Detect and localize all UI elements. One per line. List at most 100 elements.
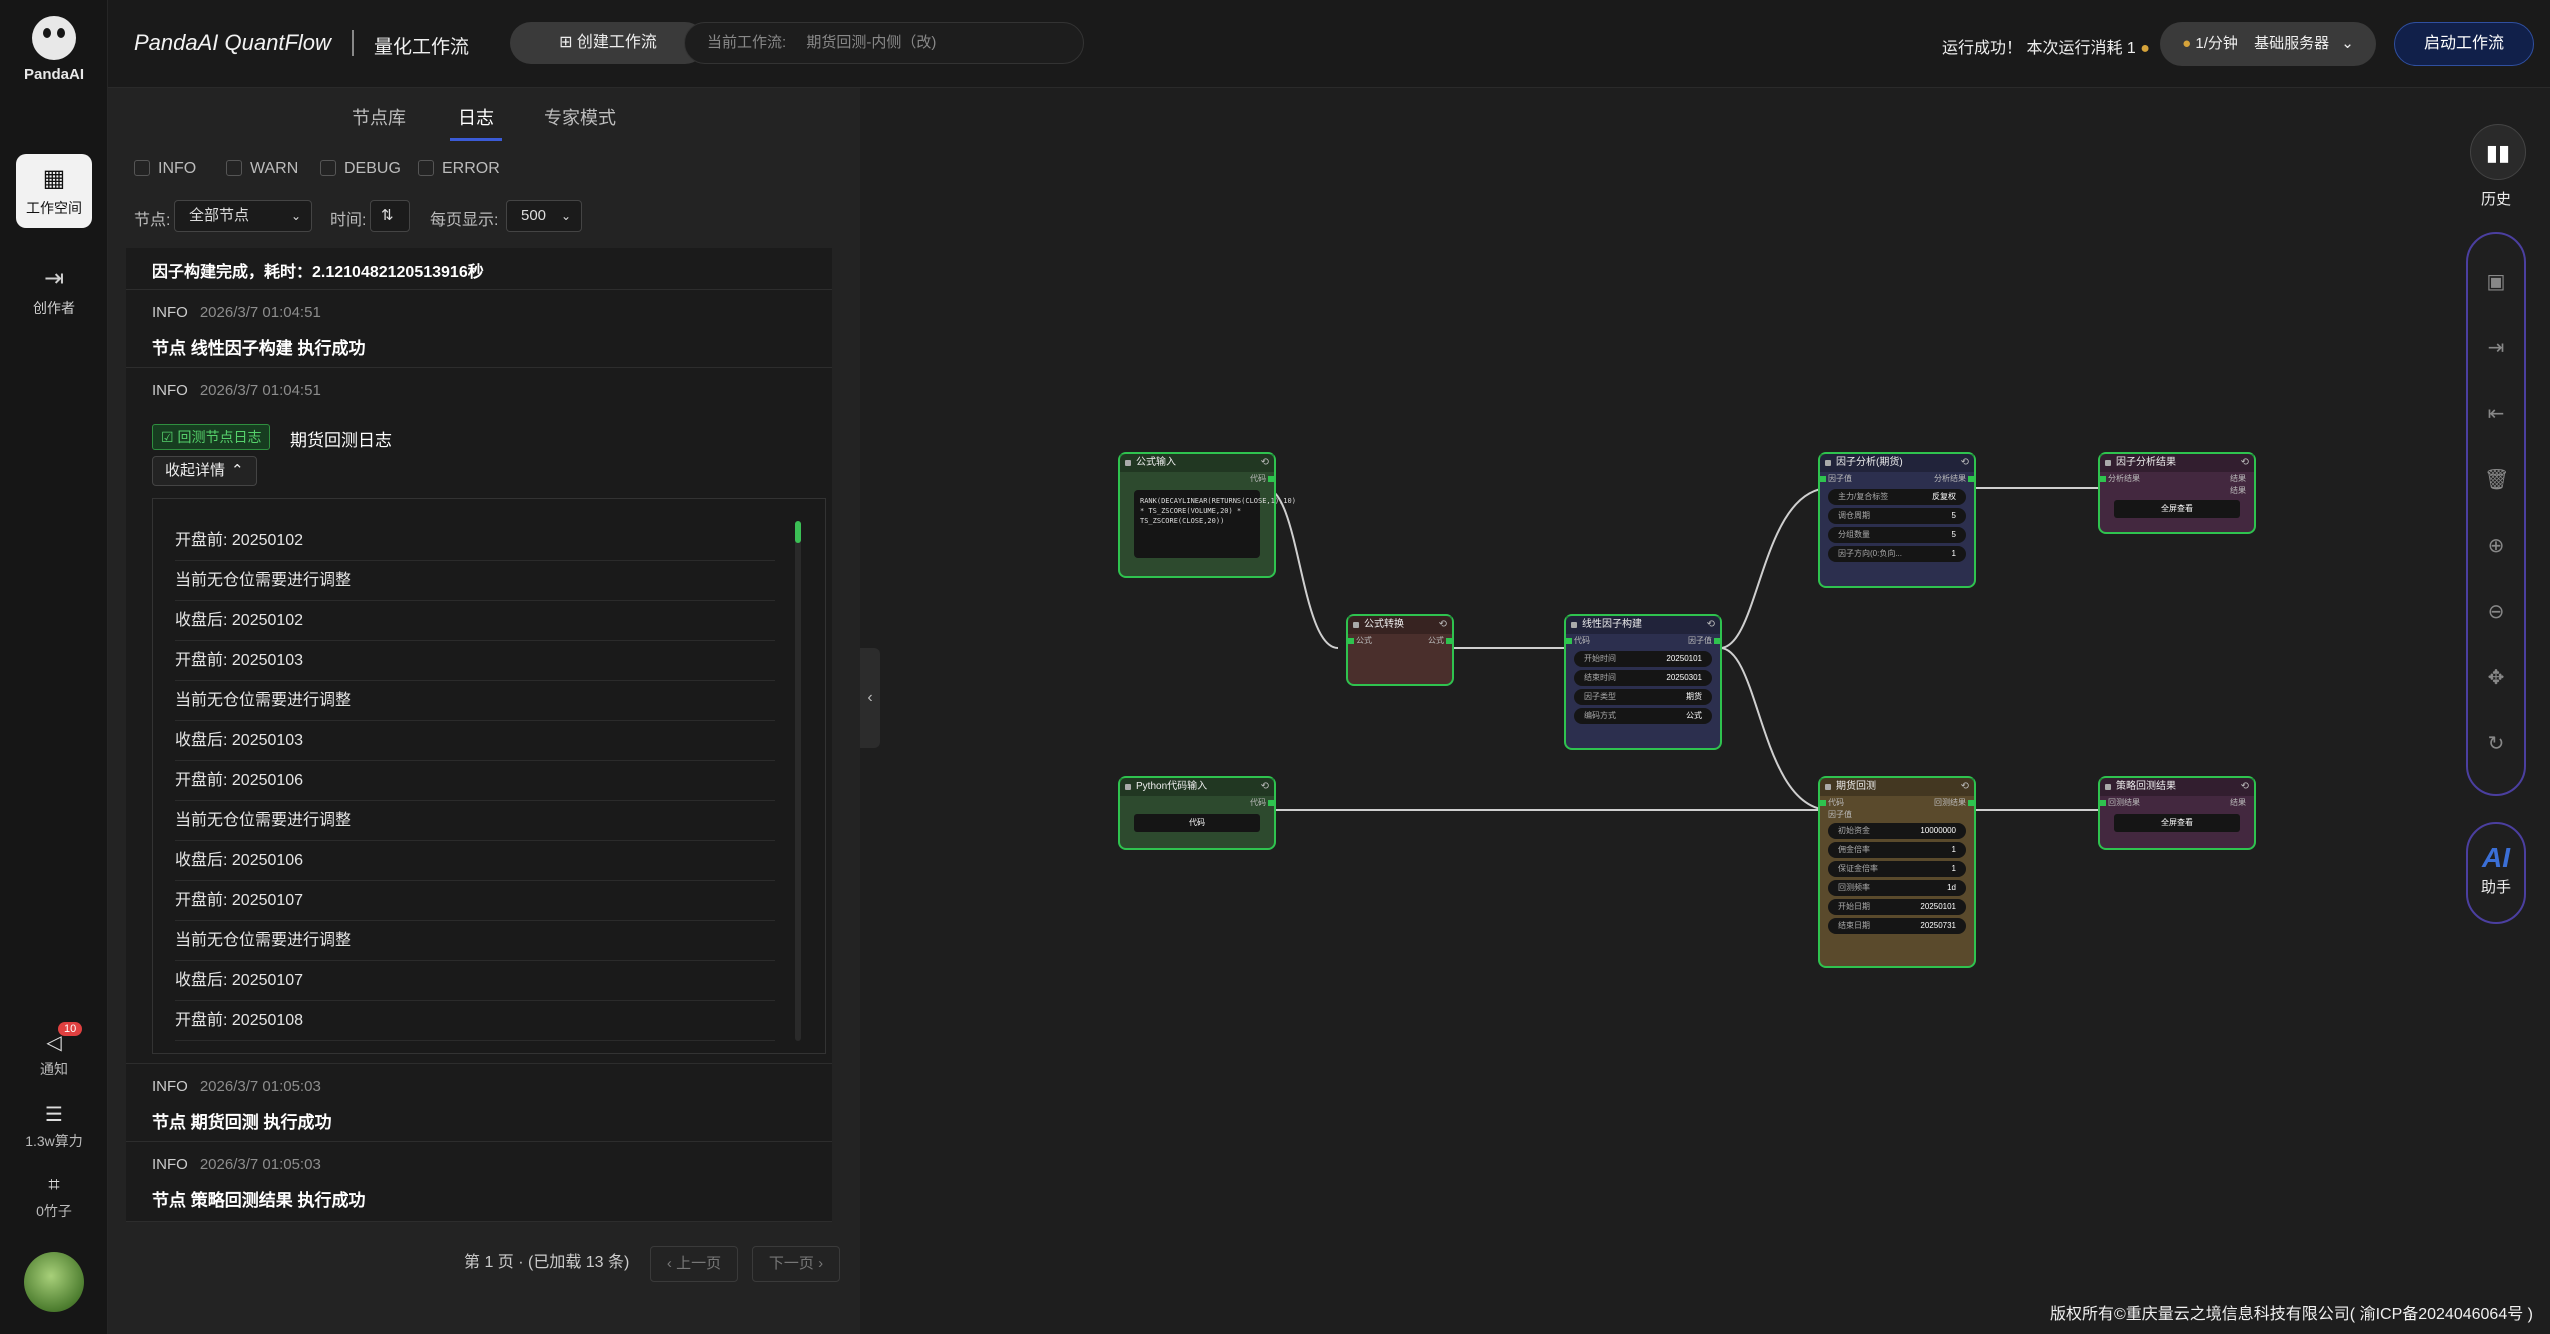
zoom-in-icon[interactable]: ⊕ xyxy=(2487,535,2505,557)
current-workflow-field[interactable]: 当前工作流: 期货回测-内侧（改) xyxy=(684,22,1084,64)
trash-icon[interactable]: 🗑 xyxy=(2484,469,2510,491)
chevron-up-icon: ⌃ xyxy=(231,462,244,479)
canvas-toolbar xyxy=(2466,232,2526,796)
nav-notify[interactable]: ◁ 10 通知 xyxy=(0,1022,108,1079)
nav-workspace[interactable]: ▦ 工作空间 xyxy=(16,154,92,228)
panel-collapse-handle[interactable]: ‹ xyxy=(860,648,880,748)
node-python-input[interactable]: Python代码输入 代码 代码 xyxy=(1118,776,1276,850)
ai-assistant-button[interactable]: AI 助手 xyxy=(2466,822,2526,924)
move-icon[interactable]: ✥ xyxy=(2487,667,2505,689)
logo[interactable]: PandaAI xyxy=(0,16,108,83)
node-field[interactable]: 因子方向(0:负向...1 xyxy=(1828,546,1966,562)
port-in[interactable] xyxy=(1566,638,1572,644)
port-out[interactable] xyxy=(1446,638,1452,644)
port-out[interactable] xyxy=(1714,638,1720,644)
nav-bamboo-label: 0竹子 xyxy=(36,1203,72,1219)
create-workflow-button[interactable]: ⊞ 创建工作流 xyxy=(510,22,706,64)
formula-code-box[interactable]: RANK(DECAYLINEAR(RETURNS(CLOSE,1),10) * … xyxy=(1134,490,1296,558)
port-in[interactable] xyxy=(2100,800,2106,806)
detail-scrollbar-thumb[interactable] xyxy=(795,521,801,543)
nav-creator[interactable]: ⇥ 创作者 xyxy=(16,254,92,328)
port-out[interactable] xyxy=(1268,476,1274,482)
per-page-value: 500 xyxy=(521,207,547,224)
collapse-details-button[interactable]: 收起详情⌃ xyxy=(152,456,257,486)
port-in[interactable] xyxy=(2100,476,2106,482)
refresh-icon[interactable]: ↻ xyxy=(2487,733,2505,755)
node-title: 策略回测结果 xyxy=(2100,778,2254,796)
filter-debug[interactable]: DEBUG xyxy=(320,160,401,178)
server-select[interactable]: ● 1/分钟 基础服务器 ⌄ xyxy=(2160,22,2376,66)
checkbox-icon xyxy=(134,160,150,176)
next-page-button[interactable]: 下一页 › xyxy=(752,1246,840,1282)
field-value: 20250101 xyxy=(1920,902,1956,911)
node-port-row: 分析结果结果 xyxy=(2100,472,2254,486)
creator-icon: ⇥ xyxy=(43,265,65,292)
filter-info[interactable]: INFO xyxy=(134,160,196,178)
field-value: 1d xyxy=(1947,883,1956,892)
filter-warn[interactable]: WARN xyxy=(226,160,298,178)
checkbox-icon xyxy=(320,160,336,176)
nav-bamboo[interactable]: ⌗ 0竹子 xyxy=(0,1174,108,1221)
port-out[interactable] xyxy=(1968,476,1974,482)
node-port-row: 代码 xyxy=(1120,796,1274,810)
workflow-canvas[interactable]: 公式输入 代码 RANK(DECAYLINEAR(RETURNS(CLOSE,1… xyxy=(880,88,2550,1334)
detail-scrollbar-track[interactable] xyxy=(795,521,801,1041)
brand-subtitle: 量化工作流 xyxy=(374,37,470,58)
tab-logs[interactable]: 日志 xyxy=(458,108,494,128)
node-field[interactable]: 因子类型期货 xyxy=(1574,689,1712,705)
node-formula-input[interactable]: 公式输入 代码 RANK(DECAYLINEAR(RETURNS(CLOSE,1… xyxy=(1118,452,1296,578)
nav-compute[interactable]: ☰ 1.3w算力 xyxy=(0,1102,108,1151)
import-icon[interactable]: ⇤ xyxy=(2487,403,2505,425)
export-icon[interactable]: ⇥ xyxy=(2487,337,2505,359)
detail-line: 当前无仓位需要进行调整 xyxy=(175,921,775,961)
field-label: 保证金倍率 xyxy=(1838,864,1878,873)
port-in[interactable] xyxy=(1348,638,1354,644)
port-in[interactable] xyxy=(1820,476,1826,482)
detail-line: 开盘前: 20250107 xyxy=(175,881,775,921)
detail-line: 开盘前: 20250106 xyxy=(175,761,775,801)
save-icon[interactable]: ▣ xyxy=(2486,271,2506,293)
history-button[interactable]: ▮▮ xyxy=(2470,124,2526,180)
zoom-out-icon[interactable]: ⊖ xyxy=(2487,601,2505,623)
node-select[interactable]: 全部节点⌄ xyxy=(174,200,312,232)
per-page-select[interactable]: 500⌄ xyxy=(506,200,582,232)
detail-line: 收盘后: 20250107 xyxy=(175,961,775,1001)
fullscreen-view-button[interactable]: 全屏查看 xyxy=(2114,500,2240,518)
node-field[interactable]: 主力/复合标签反复权 xyxy=(1828,489,1966,505)
node-field[interactable]: 编码方式公式 xyxy=(1574,708,1712,724)
database-icon: ☰ xyxy=(45,1104,63,1126)
filter-error[interactable]: ERROR xyxy=(418,160,500,178)
code-button[interactable]: 代码 xyxy=(1134,814,1260,832)
time-sort-button[interactable]: ⇅ xyxy=(370,200,410,232)
field-value: 公式 xyxy=(1686,711,1702,720)
tab-node-library[interactable]: 节点库 xyxy=(352,108,406,128)
prev-page-button[interactable]: ‹ 上一页 xyxy=(650,1246,738,1282)
tab-expert-mode[interactable]: 专家模式 xyxy=(544,108,616,128)
port-in[interactable] xyxy=(1820,800,1826,806)
start-workflow-button[interactable]: 启动工作流 xyxy=(2394,22,2534,66)
port-out[interactable] xyxy=(1268,800,1274,806)
port-out[interactable] xyxy=(1968,800,1974,806)
fullscreen-view-button[interactable]: 全屏查看 xyxy=(2114,814,2240,832)
prev-page-label: 上一页 xyxy=(676,1255,722,1272)
avatar[interactable] xyxy=(24,1252,84,1312)
